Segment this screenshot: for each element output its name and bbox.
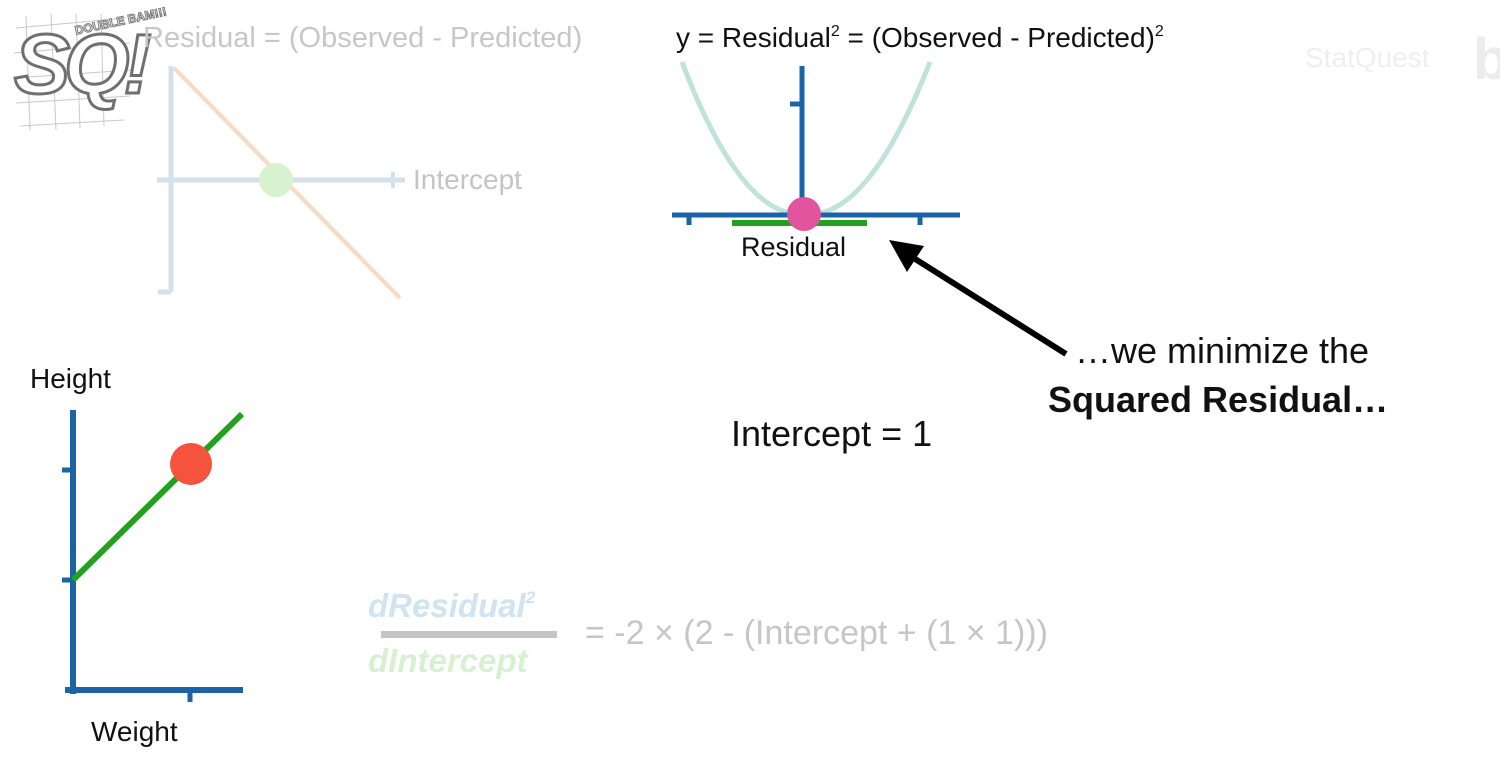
fit-line — [70, 411, 245, 583]
annotation-line-2: Squared Residual… — [1048, 379, 1389, 420]
derivative-denominator: dIntercept — [368, 642, 528, 679]
eq-part-1: y = Residual — [676, 22, 831, 53]
data-plot — [62, 410, 245, 702]
parabola-curve — [679, 61, 933, 217]
residual-plot-x-label: Intercept — [413, 164, 522, 195]
watermark: StatQuest — [1305, 42, 1430, 73]
intercept-value: Intercept = 1 — [731, 413, 933, 454]
logo-letters: SQ! — [12, 16, 152, 113]
eq-sup-2: 2 — [1154, 23, 1164, 40]
arrow-shaft — [910, 254, 1068, 357]
residual-equation: Residual = (Observed - Predicted) — [143, 22, 583, 54]
numerator-text: dResidual — [368, 587, 526, 624]
derivative-numerator: dResidual2 — [368, 587, 535, 625]
residual-plot — [157, 66, 405, 300]
numerator-sup: 2 — [525, 588, 536, 607]
annotation-arrow — [889, 240, 1068, 357]
statquest-logo — [6, 8, 138, 134]
derivative-rhs: = -2 × (2 - (Intercept + (1 × 1))) — [585, 614, 1048, 652]
annotation-line-1: …we minimize the — [1075, 330, 1370, 371]
squared-residual-equation: y = Residual2 = (Observed - Predicted)2 — [676, 22, 1164, 54]
arrow-head — [889, 240, 924, 272]
eq-part-2: = (Observed - Predicted) — [839, 22, 1155, 53]
squared-residual-plot — [672, 61, 960, 231]
data-plot-x-label: Weight — [91, 716, 178, 747]
residual-point — [259, 163, 293, 197]
watermark-mark: b — [1473, 27, 1500, 92]
squared-residual-point — [787, 197, 821, 231]
fraction-bar — [381, 631, 557, 638]
squared-plot-x-label: Residual — [741, 232, 847, 262]
data-point — [170, 443, 212, 485]
logo-grid-icon — [13, 13, 133, 131]
data-plot-y-label: Height — [30, 363, 111, 394]
eq-sup-1: 2 — [830, 23, 840, 40]
